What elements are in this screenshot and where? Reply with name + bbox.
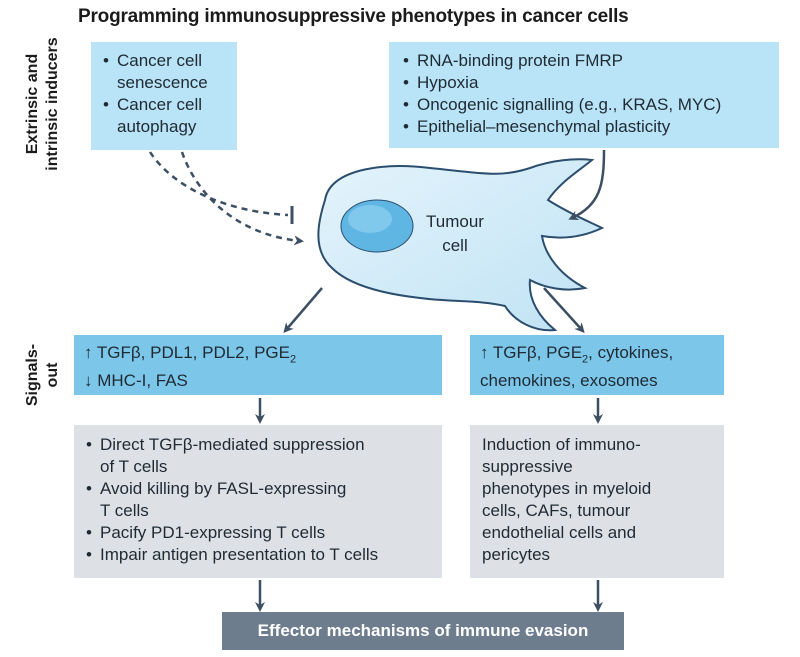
signals-left-line1: ↑ TGFβ, PDL1, PDL2, PGE2: [84, 343, 297, 366]
effect-left-item: Impair antigen presentation to T cells: [84, 544, 432, 566]
inducer-right-item: Hypoxia: [401, 72, 767, 94]
tumour-cell-label: Tumour cell: [426, 212, 484, 255]
activation-arrow-icon: [283, 287, 323, 334]
signals-right-line1: ↑ TGFβ, PGE2, cytokines,: [480, 343, 674, 366]
signals-left-line2: ↓ MHC-I, FAS: [84, 371, 188, 391]
signals-right-line2: chemokines, exosomes: [480, 371, 658, 391]
effects-right-box: Induction of immuno- suppressive phenoty…: [470, 425, 724, 578]
inducer-left-item: Cancer cell senescence: [101, 50, 227, 94]
effector-mechanisms-box: Effector mechanisms of immune evasion: [222, 612, 624, 650]
inhibition-arrow-icon: [148, 151, 289, 217]
inducers-left-box: Cancer cell senescence Cancer cell autop…: [91, 42, 237, 150]
activation-arrow-icon: [568, 149, 606, 221]
figure-title: Programming immunosuppressive phenotypes…: [78, 6, 629, 27]
inducer-right-item: Oncogenic signalling (e.g., KRAS, MYC): [401, 94, 767, 116]
effects-left-box: Direct TGFβ-mediated suppression of T ce…: [74, 425, 442, 578]
signals-right-box: ↑ TGFβ, PGE2, cytokines, chemokines, exo…: [470, 335, 724, 395]
effect-left-item: Avoid killing by FASL-expressing T cells: [84, 478, 432, 522]
activation-arrow-icon: [543, 287, 585, 333]
inducers-right-box: RNA-binding protein FMRP Hypoxia Oncogen…: [389, 42, 779, 148]
inducer-right-item: Epithelial–mesenchymal plasticity: [401, 116, 767, 138]
inducer-right-item: RNA-binding protein FMRP: [401, 50, 767, 72]
effect-left-item: Direct TGFβ-mediated suppression of T ce…: [84, 434, 432, 478]
activation-arrow-icon: [180, 151, 304, 246]
inducer-left-item: Cancer cell autophagy: [101, 94, 227, 138]
signals-left-box: ↑ TGFβ, PDL1, PDL2, PGE2 ↓ MHC-I, FAS: [74, 335, 442, 395]
effect-left-item: Pacify PD1-expressing T cells: [84, 522, 432, 544]
